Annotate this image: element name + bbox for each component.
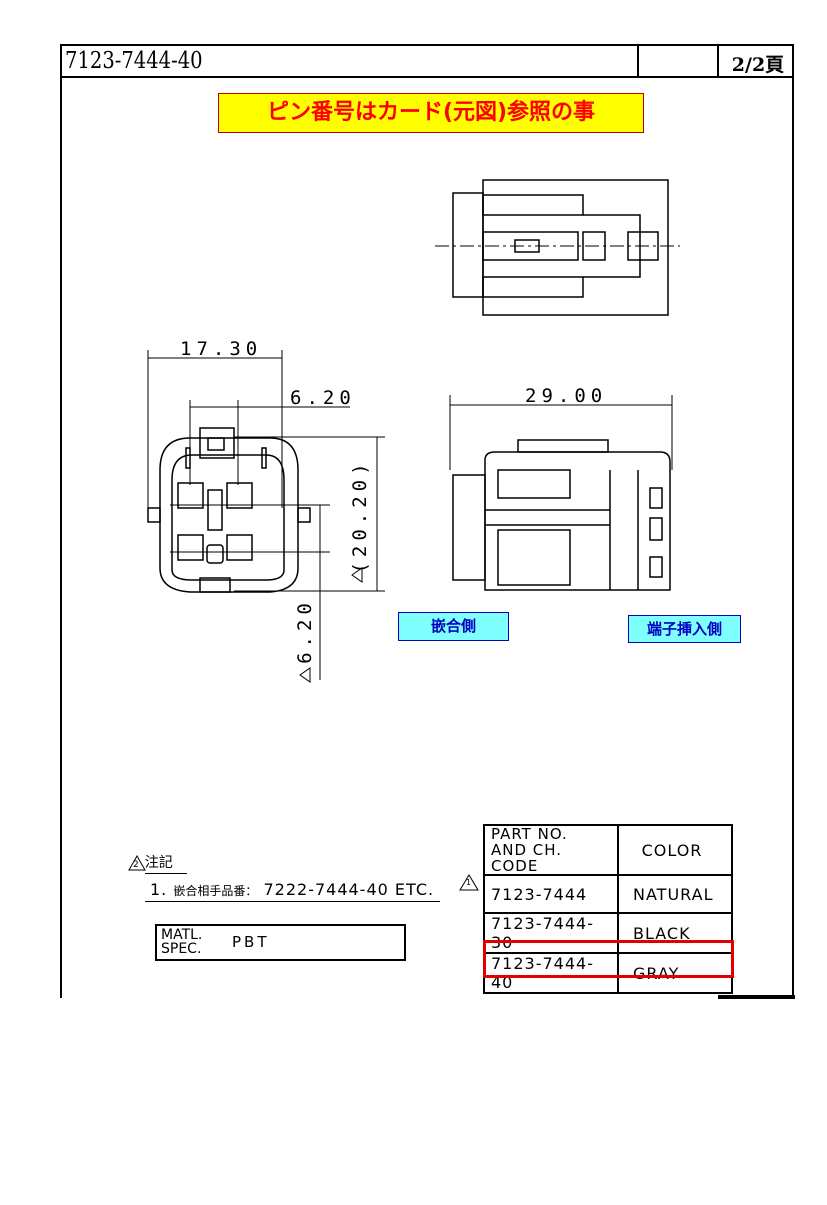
part-number-header: PART NO.AND CH. CODE	[483, 824, 619, 876]
highlighted-row-box	[483, 940, 734, 978]
title-block	[60, 44, 794, 78]
divider	[145, 873, 187, 874]
terminal-insertion-side-label: 端子挿入側	[628, 615, 741, 643]
page-number: 2/2頁	[731, 54, 785, 76]
color-value: NATURAL	[617, 874, 733, 914]
row-revision-mark: 1	[466, 878, 472, 887]
document-number: 7123-7444-40	[65, 48, 203, 74]
dim-pin-pitch-vertical: 6.20	[294, 598, 316, 664]
front-view-drawing	[147, 350, 385, 680]
part-number: 7123-7444-40	[483, 952, 619, 994]
material-spec-box: MATL.SPEC.	[155, 924, 406, 961]
dim-pin-pitch-horizontal: 6.20	[290, 387, 356, 409]
part-number: 7123-7444	[483, 874, 619, 914]
revision-triangle-icon	[351, 567, 363, 583]
divider	[637, 44, 639, 78]
divider	[145, 901, 440, 902]
divider	[717, 44, 719, 78]
dim-height-overall: (20.20)	[349, 458, 371, 574]
revision-triangle-icon	[299, 667, 311, 683]
mating-side-label: 嵌合側	[398, 612, 509, 641]
note-item-1: 1. 嵌合相手品番： 7222-7444-40 ETC.	[150, 880, 435, 899]
dim-length: 29.00	[525, 385, 608, 407]
pin-number-notice-banner: ピン番号はカード(元図)参照の事	[218, 93, 644, 133]
revision-triangle-icon	[459, 874, 479, 891]
table-header-row: PART NO.AND CH. CODE COLOR	[483, 824, 733, 876]
color-value: BLACK	[617, 912, 733, 954]
dim-width-overall: 17.30	[180, 338, 263, 360]
frame-end-mark	[718, 995, 795, 999]
revision-triangle-icon	[128, 854, 146, 871]
part-number: 7123-7444-30	[483, 912, 619, 954]
top-view-drawing	[435, 179, 680, 316]
material-value: PBT	[232, 933, 270, 951]
side-view-drawing	[449, 395, 673, 591]
color-header: COLOR	[617, 824, 733, 876]
